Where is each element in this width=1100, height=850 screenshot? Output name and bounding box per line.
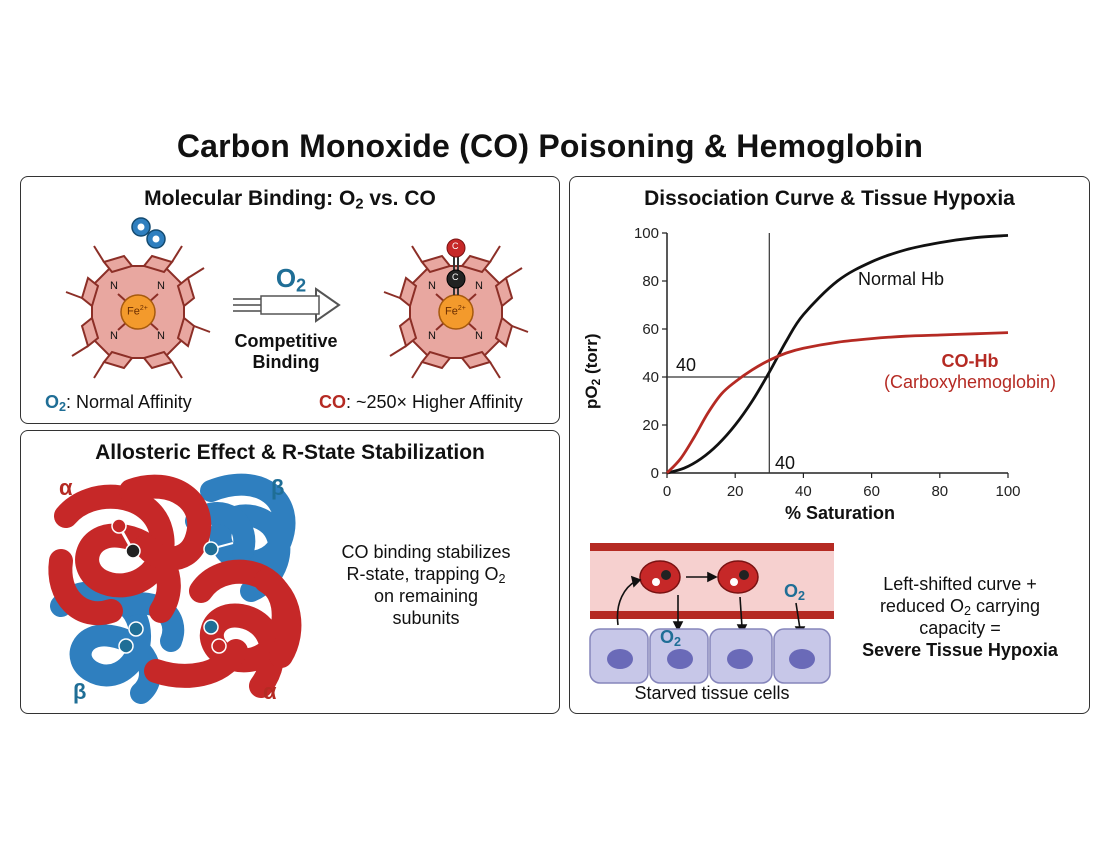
- allosteric-description: CO binding stabilizes R-state, trapping …: [341, 542, 511, 628]
- blood-vessel: [590, 543, 834, 619]
- y-tick-label: 40: [642, 369, 659, 386]
- guide-x-value: 40: [775, 453, 796, 473]
- bound-o2-ligand: [118, 621, 144, 654]
- alpha-label: α: [263, 679, 277, 704]
- red-blood-cell: [717, 560, 759, 594]
- normal-hb-label: Normal Hb: [858, 269, 945, 289]
- normal-hb-curve: [666, 234, 1009, 475]
- beta-label: β: [73, 679, 87, 704]
- alpha-subunit-top: [48, 474, 212, 626]
- y-tick-label: 80: [642, 273, 659, 290]
- allosteric-panel-title: Allosteric Effect & R-State Stabilizatio…: [95, 441, 485, 464]
- guide-y-value: 40: [676, 355, 697, 375]
- iron-atom: [120, 294, 156, 330]
- fe-label: Fe2+: [127, 305, 148, 318]
- dissociation-curve-panel: Dissociation Curve & Tissue Hypoxia 0 20 4…: [569, 176, 1090, 714]
- n-label: N: [110, 330, 118, 342]
- bound-o2-ligand: [203, 541, 234, 557]
- co-affinity-caption: CO: ~250× Higher Affinity: [319, 392, 523, 412]
- page-title: Carbon Monoxide (CO) Poisoning & Hemoglo…: [176, 128, 924, 164]
- co-hb-label: CO-Hb (Carboxyhemoglobin): [883, 351, 1057, 392]
- x-tick-label: 40: [795, 483, 812, 500]
- o2-molecule-icon: [131, 217, 166, 249]
- alpha-label: α: [59, 475, 73, 500]
- x-tick-label: 80: [931, 483, 948, 500]
- tissue-o2-label: O2: [784, 581, 806, 604]
- tissue-o2-label: O2: [660, 627, 682, 650]
- bound-co-ligand: [203, 619, 227, 654]
- co-carbon-label: C: [452, 272, 459, 282]
- n-label: N: [428, 330, 436, 342]
- n-label: N: [110, 280, 118, 292]
- n-label: N: [475, 330, 483, 342]
- molecular-binding-panel: Molecular Binding: O2 vs. CO: [20, 176, 560, 424]
- x-tick-label: 60: [863, 483, 880, 500]
- allosteric-panel: Allosteric Effect & R-State Stabilizatio…: [20, 430, 560, 714]
- tissue-hypoxia-illustration: [589, 543, 834, 684]
- arrow-o2-label: O2: [275, 263, 307, 296]
- y-tick-label: 60: [642, 321, 659, 338]
- o2-affinity-caption: O2: Normal Affinity: [45, 392, 192, 415]
- hemoglobin-tetramer-illustration: [48, 473, 302, 704]
- arrow-caption: Competitive Binding: [234, 331, 338, 372]
- n-label: N: [475, 280, 483, 292]
- dissociation-chart: 0 20 40 60 80 100 0 20 40 60 80 100: [634, 225, 1021, 500]
- heme-o2-diagram: [65, 217, 529, 379]
- n-label: N: [428, 280, 436, 292]
- y-tick-label: 0: [651, 465, 659, 482]
- co-hb-curve: [665, 331, 1009, 474]
- alpha-subunit-bottom: [144, 559, 302, 698]
- beta-label: β: [271, 475, 285, 500]
- binding-panel-title: Molecular Binding: O2 vs. CO: [144, 187, 436, 213]
- competitive-arrow: [233, 287, 341, 323]
- x-tick-label: 20: [727, 483, 744, 500]
- y-tick-label: 100: [634, 225, 659, 242]
- bound-co-ligand: [111, 518, 141, 559]
- y-tick-label: 20: [642, 417, 659, 434]
- x-tick-label: 100: [995, 483, 1020, 500]
- n-label: N: [157, 330, 165, 342]
- n-label: N: [157, 280, 165, 292]
- curve-panel-title: Dissociation Curve & Tissue Hypoxia: [644, 187, 1015, 210]
- tissue-caption: Starved tissue cells: [634, 683, 790, 703]
- red-blood-cell: [639, 560, 681, 594]
- x-axis-label: % Saturation: [784, 503, 895, 523]
- x-tick-label: 0: [663, 483, 671, 500]
- co-molecule-icon: [446, 238, 466, 295]
- hypoxia-summary: Left-shifted curve + reduced O2 carrying…: [862, 574, 1058, 660]
- co-oxygen-label: C: [452, 241, 459, 251]
- fe-label: Fe2+: [445, 305, 466, 318]
